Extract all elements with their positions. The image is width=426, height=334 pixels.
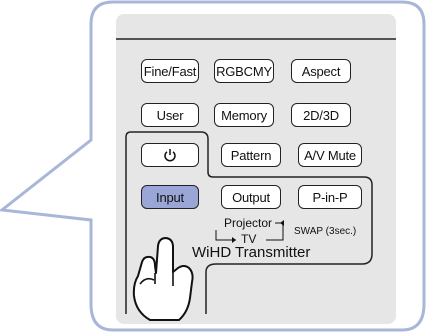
wihd-transmitter-label: WiHD Transmitter bbox=[192, 244, 311, 261]
rgbcmy-button[interactable]: RGBCMY bbox=[214, 59, 274, 83]
memory-button[interactable]: Memory bbox=[214, 103, 274, 127]
power-icon bbox=[164, 149, 176, 162]
projector-label: Projector bbox=[224, 216, 273, 230]
input-button[interactable]: Input bbox=[141, 185, 199, 209]
tv-label: TV bbox=[241, 232, 257, 246]
power-button[interactable] bbox=[141, 143, 199, 167]
aspect-button[interactable]: Aspect bbox=[291, 59, 351, 83]
swap-label: SWAP (3sec.) bbox=[294, 226, 357, 237]
pattern-button[interactable]: Pattern bbox=[221, 143, 281, 167]
remote-control-panel: Fine/Fast RGBCMY Aspect User Memory 2D/3… bbox=[116, 14, 396, 324]
output-button[interactable]: Output bbox=[221, 185, 281, 209]
remote-body bbox=[116, 14, 396, 324]
user-button[interactable]: User bbox=[141, 103, 199, 127]
fine-fast-button[interactable]: Fine/Fast bbox=[141, 59, 199, 83]
av-mute-button[interactable]: A/V Mute bbox=[298, 143, 362, 167]
2d3d-button[interactable]: 2D/3D bbox=[291, 103, 351, 127]
p-in-p-button[interactable]: P-in-P bbox=[298, 185, 362, 209]
pointing-hand-icon bbox=[132, 237, 194, 321]
